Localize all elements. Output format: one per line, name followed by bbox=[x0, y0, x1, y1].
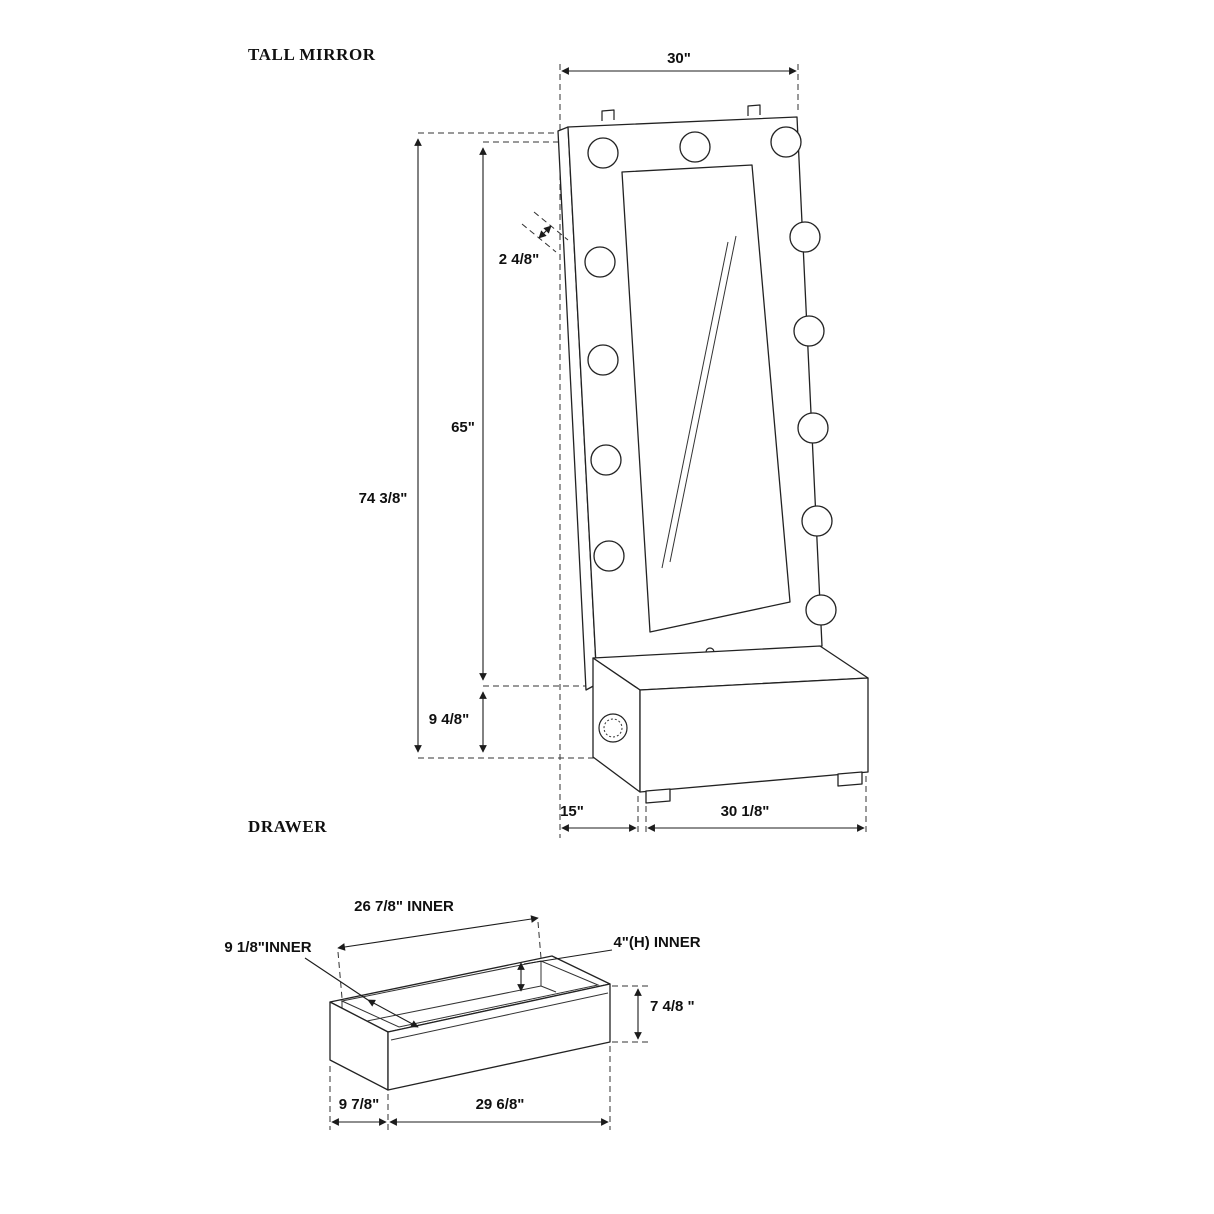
hanging-bracket-left bbox=[601, 109, 615, 121]
dim-top-width: 30" bbox=[667, 50, 691, 67]
light-bulb bbox=[584, 246, 616, 278]
light-bulb bbox=[587, 344, 619, 376]
dim-frame-depth: 2 4/8" bbox=[499, 251, 539, 268]
tall-mirror-drawing bbox=[557, 104, 869, 804]
mirror-section-title: TALL MIRROR bbox=[248, 45, 376, 64]
dim-drawer-outer-depth: 9 7/8" bbox=[339, 1096, 379, 1113]
glass-reflection-line bbox=[661, 241, 729, 569]
dim-overall-height: 74 3/8" bbox=[359, 490, 408, 507]
light-bulb bbox=[593, 540, 625, 572]
light-bulbs bbox=[584, 126, 837, 626]
base-foot-right bbox=[837, 771, 863, 787]
dim-drawer-inner-height: 4"(H) INNER bbox=[613, 934, 700, 951]
dim-base-height: 9 4/8" bbox=[429, 711, 469, 728]
drawer-section-title: DRAWER bbox=[248, 817, 327, 836]
light-bulb bbox=[590, 444, 622, 476]
light-bulb bbox=[679, 131, 711, 163]
light-bulb bbox=[801, 505, 833, 537]
light-bulb bbox=[797, 412, 829, 444]
light-bulb bbox=[770, 126, 802, 158]
drawer-front-face bbox=[387, 983, 611, 1091]
dim-drawer-outer-width: 29 6/8" bbox=[476, 1096, 525, 1113]
mirror-dimensions: 30" 74 3/8" 65" 9 4/8" 2 4/8" 15" 30 1/8… bbox=[359, 50, 865, 832]
dim-drawer-inner-depth: 9 1/8"INNER bbox=[224, 939, 311, 956]
dim-drawer-inner-width: 26 7/8" INNER bbox=[354, 898, 454, 915]
base-front-face bbox=[639, 677, 869, 793]
base-cabinet bbox=[592, 645, 869, 804]
light-bulb bbox=[793, 315, 825, 347]
dim-drawer-front-height: 7 4/8 " bbox=[650, 998, 695, 1015]
drawer-dimensions: 26 7/8" INNER 9 1/8"INNER 4"(H) INNER 7 … bbox=[224, 898, 701, 1130]
speaker-grille bbox=[603, 718, 623, 738]
drawer-drawing bbox=[329, 955, 611, 1091]
dim-base-width: 30 1/8" bbox=[721, 803, 770, 820]
light-bulb bbox=[789, 221, 821, 253]
mirror-glass bbox=[621, 164, 791, 633]
drawer-front-panel-edge bbox=[390, 992, 609, 1041]
light-bulb bbox=[587, 137, 619, 169]
glass-reflection-line bbox=[669, 235, 737, 563]
hanging-bracket-right bbox=[747, 104, 761, 116]
dim-mirror-height: 65" bbox=[451, 419, 475, 436]
light-bulb bbox=[805, 594, 837, 626]
speaker bbox=[598, 713, 628, 743]
base-foot-left bbox=[645, 788, 671, 804]
dim-base-depth: 15" bbox=[560, 803, 584, 820]
drawer-right-wall-bottom bbox=[540, 985, 557, 993]
